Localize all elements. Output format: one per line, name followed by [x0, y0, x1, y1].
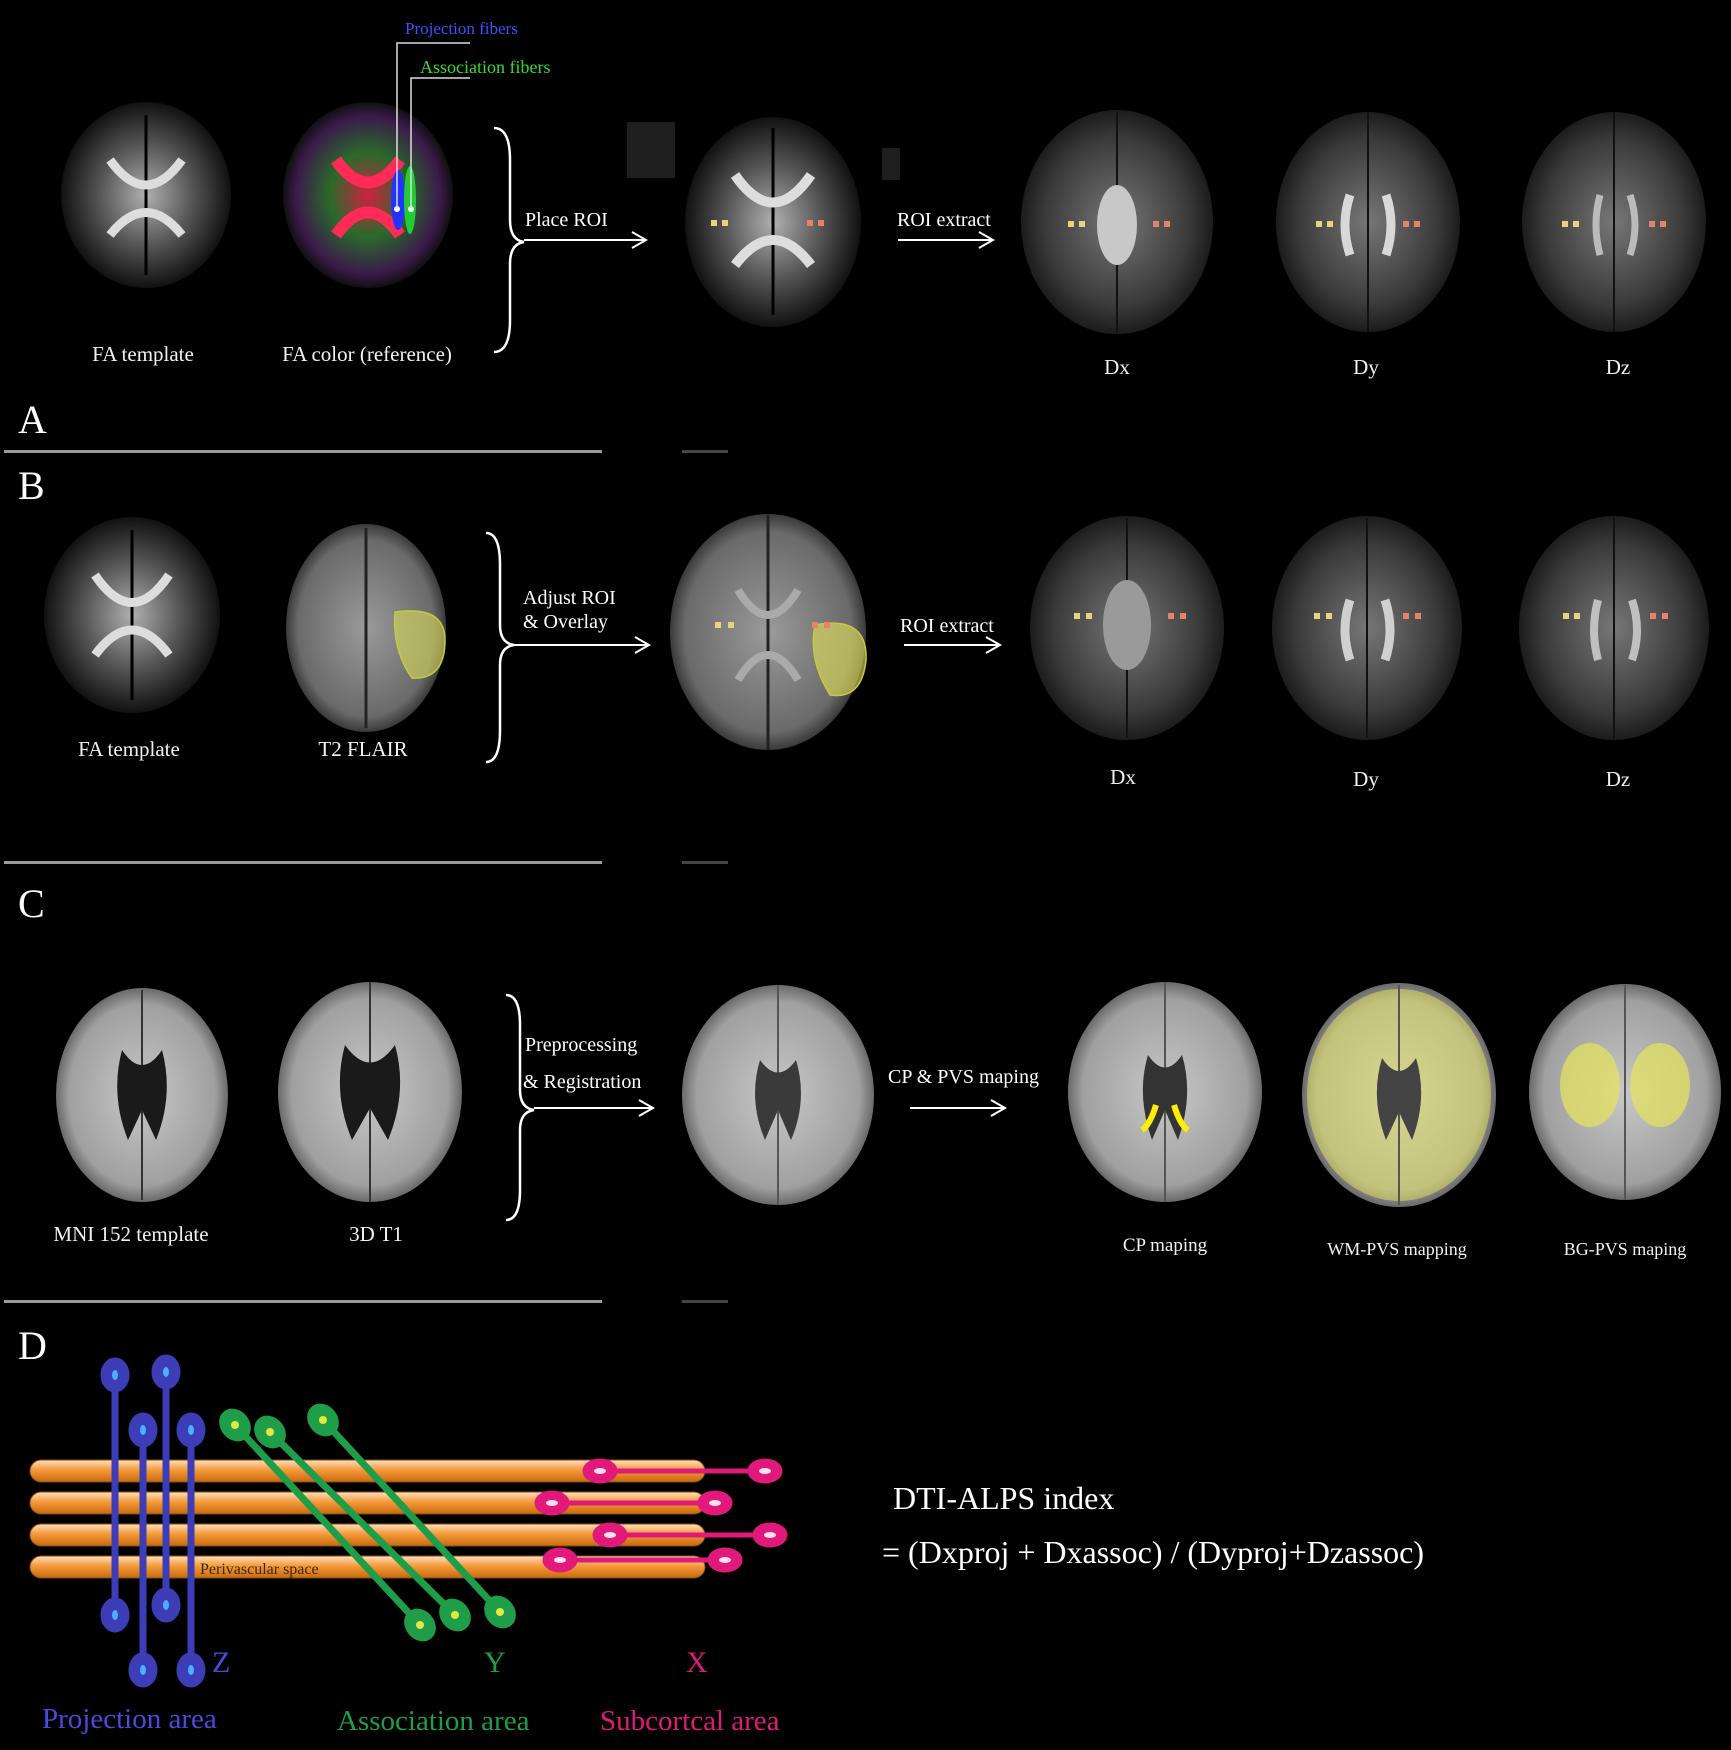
c-caption-wm: WM-PVS mapping [1327, 1239, 1467, 1259]
c-caption-t1: 3D T1 [349, 1222, 403, 1246]
a-fa-template-brain [61, 102, 231, 288]
b-caption-fa-template: FA template [78, 737, 180, 761]
c-arrow-prep [534, 1099, 656, 1117]
axis-x-label: X [686, 1646, 708, 1679]
brain-images-layer [4, 42, 1721, 1303]
b-arrow-extract [904, 636, 1003, 654]
b-step-adjust-line1: Adjust ROI [523, 587, 616, 609]
c-arrow-mapping [910, 1099, 1008, 1117]
panel-letter-c: C [18, 881, 45, 926]
separator-cd-right [682, 1300, 728, 1303]
b-caption-dy: Dy [1353, 767, 1379, 791]
a-caption-fa-color: FA color (reference) [282, 342, 452, 366]
c-caption-cp: CP maping [1122, 1235, 1208, 1256]
panel-letter-a: A [18, 397, 47, 442]
a-caption-dy: Dy [1353, 355, 1379, 379]
panel-letter-b: B [18, 463, 45, 508]
formula-body: = (Dxproj + Dxassoc) / (Dyproj+Dzassoc) [882, 1534, 1425, 1570]
b-fa-template-brain [44, 517, 220, 713]
c-registered-brain [682, 985, 874, 1205]
c-step-prep-line2: & Registration [523, 1071, 642, 1093]
c-caption-mni: MNI 152 template [53, 1222, 209, 1246]
alps-diagram [29, 1354, 788, 1688]
c-brace [505, 993, 535, 1222]
subcortical-area-label: Subcortcal area [600, 1705, 780, 1737]
b-caption-dx: Dx [1110, 765, 1136, 789]
projection-fiber-nuclei [112, 1367, 194, 1675]
perivascular-space-label: Perivascular space [200, 1561, 319, 1578]
projection-area-label: Projection area [42, 1703, 217, 1735]
b-arrow-adjust [514, 636, 652, 654]
c-mni-brain [56, 988, 228, 1202]
a-dy-brain [1276, 112, 1460, 332]
formula-title: DTI-ALPS index [893, 1480, 1115, 1516]
b-dz-brain [1519, 516, 1709, 740]
separator-bc-left [4, 861, 602, 864]
b-step-adjust-line2: & Overlay [523, 611, 608, 633]
b-step-roi-extract: ROI extract [900, 615, 994, 637]
a-fa-color-brain [283, 42, 470, 288]
separator-ab-left [4, 450, 602, 453]
subcortical-fiber-nuclei [546, 1468, 776, 1563]
c-caption-bg: BG-PVS maping [1563, 1239, 1687, 1259]
a-dz-brain [1522, 112, 1706, 332]
b-brace [485, 531, 515, 764]
a-caption-dz: Dz [1605, 355, 1631, 379]
separator-cd-left [4, 1300, 602, 1303]
b-caption-dz: Dz [1605, 767, 1631, 791]
a-step-place-roi: Place ROI [525, 209, 608, 231]
projection-fibers [100, 1354, 206, 1688]
association-area-label: Association area [337, 1705, 530, 1737]
panel-letter-d: D [18, 1323, 47, 1368]
c-step-prep-line1: Preprocessing [525, 1034, 638, 1056]
a-step-roi-extract: ROI extract [897, 209, 991, 231]
b-overlay-brain [670, 514, 867, 750]
separator-ab-right [682, 450, 728, 453]
a-roi-brain [627, 117, 900, 327]
a-arrow-place [524, 231, 649, 249]
c-bg-brain [1529, 984, 1721, 1200]
a-caption-fa-template: FA template [92, 342, 194, 366]
axis-z-label: Z [212, 1646, 231, 1679]
c-wm-brain [1302, 983, 1496, 1207]
b-t2-flair-brain [286, 524, 446, 732]
a-brace [493, 126, 525, 354]
c-cp-brain [1068, 982, 1262, 1202]
a-arrow-extract [898, 231, 996, 249]
association-fiber-nuclei [231, 1416, 504, 1629]
a-projection-fibers-label: Projection fibers [405, 19, 518, 38]
c-step-mapping: CP & PVS maping [888, 1066, 1039, 1088]
axis-y-label: Y [484, 1646, 506, 1679]
b-dy-brain [1272, 516, 1462, 740]
a-association-fibers-label: Association fibers [420, 57, 551, 77]
a-caption-dx: Dx [1104, 355, 1130, 379]
c-t1-brain [278, 982, 462, 1202]
b-caption-t2-flair: T2 FLAIR [318, 737, 408, 761]
association-fibers [219, 1403, 516, 1642]
a-dx-brain [1021, 110, 1213, 334]
separator-bc-right [682, 861, 728, 864]
b-dx-brain [1030, 516, 1224, 740]
